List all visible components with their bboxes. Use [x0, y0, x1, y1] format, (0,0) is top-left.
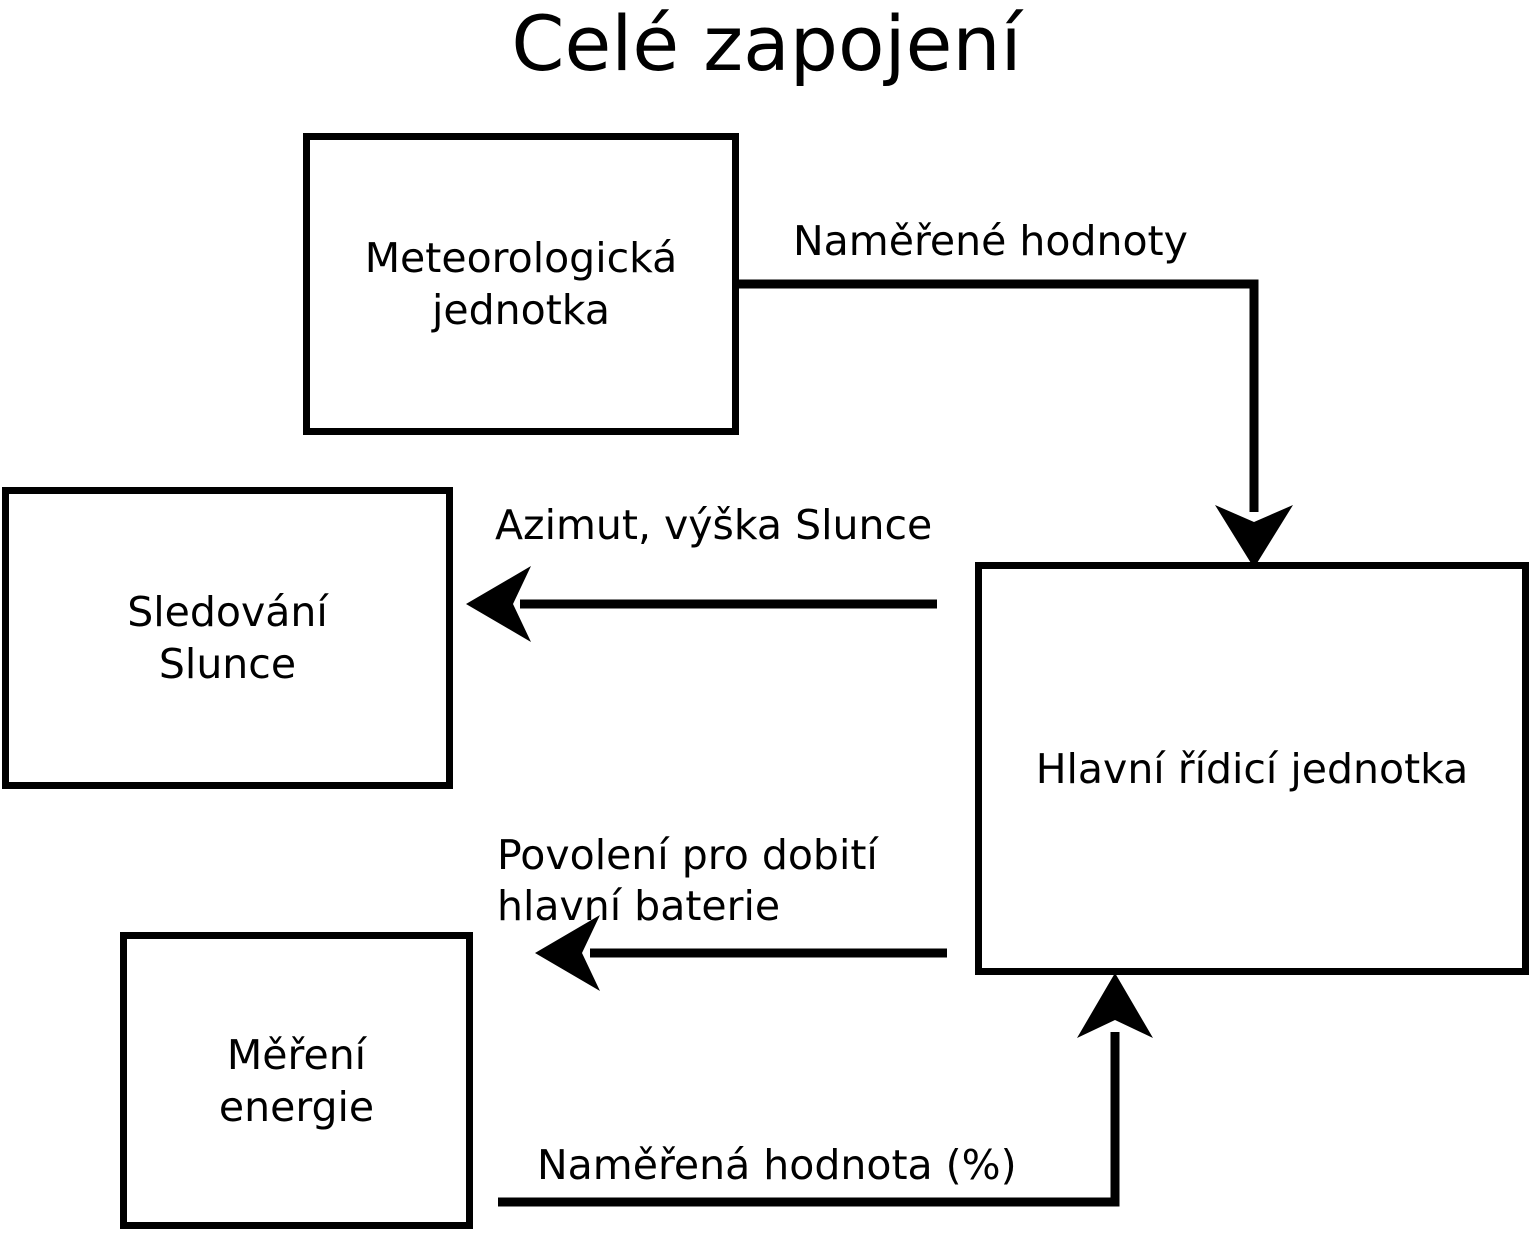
page-title: Celé zapojení — [511, 0, 1022, 88]
edge-azimuth-sun-height — [466, 566, 937, 642]
edge-measured-values — [730, 279, 1293, 568]
node-label: Hlavní řídicí jednotka — [1035, 744, 1469, 793]
edge-measured-percentage — [498, 973, 1153, 1207]
node-mereni-energie[interactable]: Měření energie — [120, 932, 473, 1229]
node-label: Meteorologická jednotka — [364, 234, 678, 334]
node-meteorologicka-jednotka[interactable]: Meteorologická jednotka — [303, 133, 739, 435]
edge-label-azimuth-sun-height: Azimut, výška Slunce — [495, 501, 933, 549]
node-label: Sledování Slunce — [127, 588, 328, 688]
node-sledovani-slunce[interactable]: Sledování Slunce — [2, 487, 453, 789]
node-hlavni-ridici-jednotka[interactable]: Hlavní řídicí jednotka — [975, 562, 1529, 975]
edge-charge-permission — [535, 915, 947, 991]
node-label: Měření energie — [218, 1030, 375, 1131]
edge-label-measured-values: Naměřené hodnoty — [793, 217, 1188, 265]
edge-label-measured-percentage: Naměřená hodnota (%) — [537, 1141, 1017, 1189]
edge-label-charge-permission: Povolení pro dobití hlavní baterie — [497, 831, 878, 930]
